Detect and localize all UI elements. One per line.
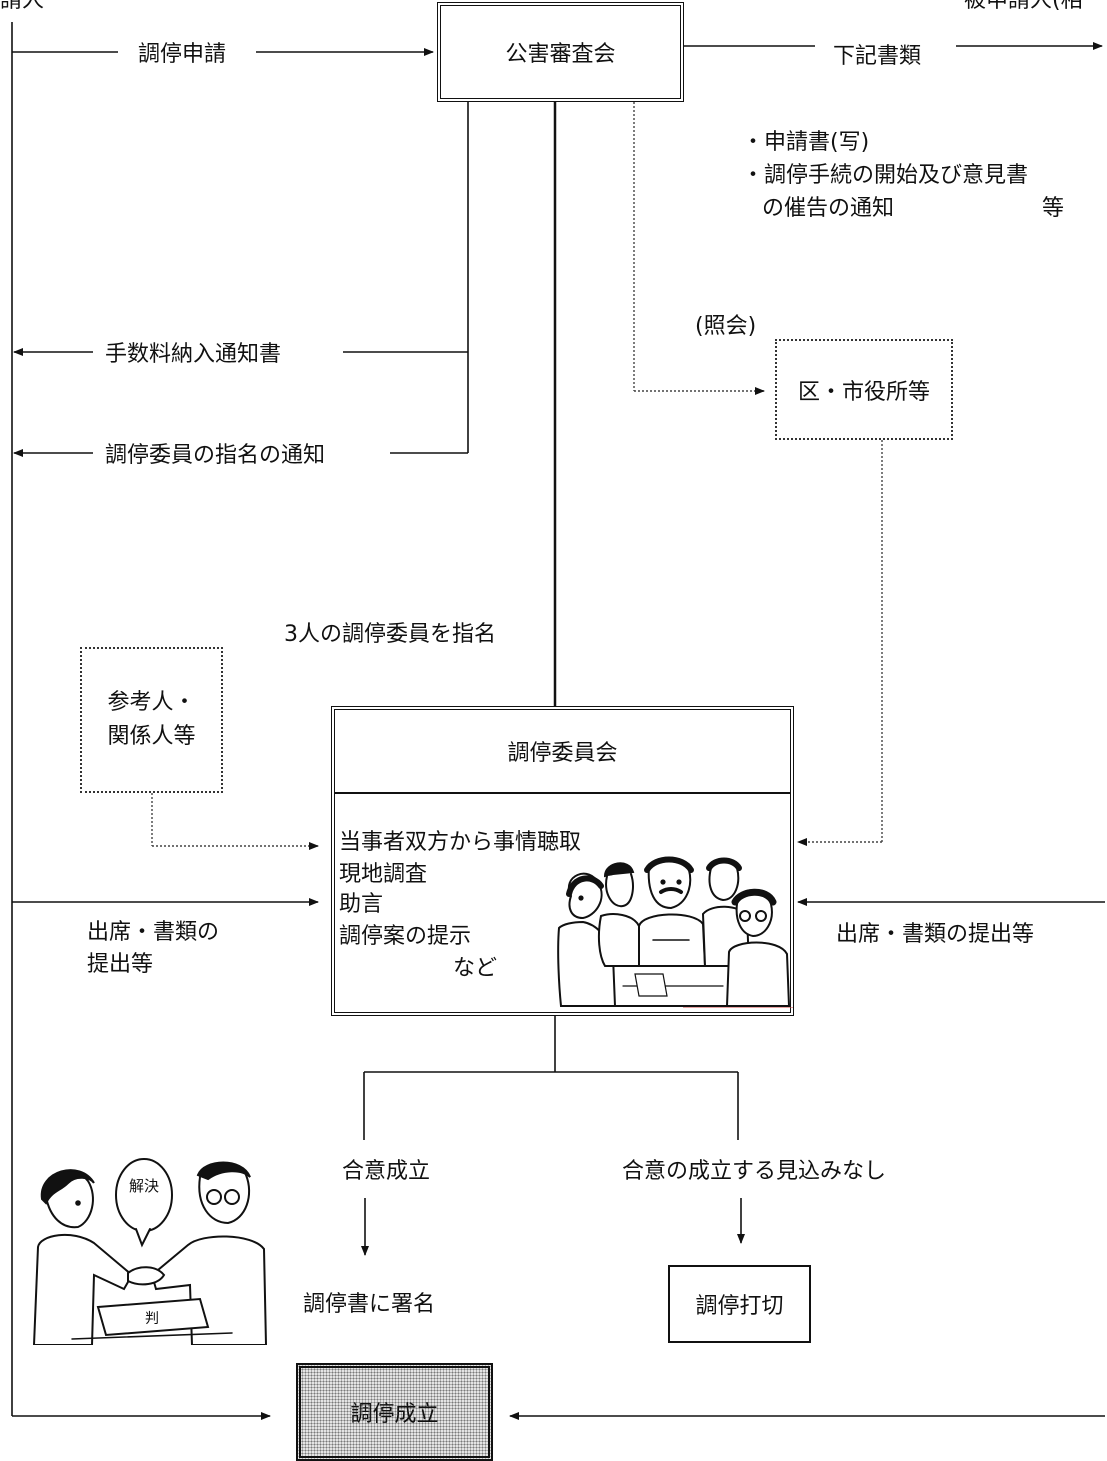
doc-item-2: ・調停手続の開始及び意見書 (742, 163, 1029, 188)
top-right-label: 被申請人(相 (964, 0, 1083, 13)
bubble-text: 解決 (129, 1177, 159, 1195)
appoint-three-label: 3人の調停委員を指名 (284, 622, 496, 647)
references-node: 参考人・ 関係人等 (80, 647, 223, 793)
mediation-committee-node: 調停委員会 当事者双方から事情聴取 現地調査 助言 調停案の提示 など (331, 706, 794, 1016)
doc-item-3-suffix: 等 (1042, 196, 1065, 221)
city-office-node: 区・市役所等 (775, 339, 953, 440)
success-label: 調停成立 (350, 1402, 439, 1427)
terminated-label: 調停打切 (695, 1294, 784, 1319)
attendance-left-line1: 出席・書類の (87, 920, 220, 945)
request-label: 調停申請 (138, 42, 227, 67)
no-agreement-label: 合意の成立する見込みなし (622, 1159, 887, 1184)
council-node: 公害審査会 (437, 2, 684, 102)
meeting-illustration (557, 856, 793, 1008)
doc-item-3: の催告の通知 (762, 196, 895, 221)
fee-notice-label: 手数料納入通知書 (105, 342, 282, 367)
success-node: 調停成立 (296, 1363, 493, 1461)
handshake-illustration: 解決 判 (32, 1158, 268, 1345)
city-office-label: 区・市役所等 (797, 379, 930, 405)
attendance-left-line2: 提出等 (87, 952, 154, 977)
activity-etc: など (453, 956, 498, 981)
activity-advice: 助言 (339, 892, 384, 917)
doc-item-1: ・申請書(写) (742, 130, 870, 155)
documents-label: 下記書類 (833, 44, 922, 69)
appointment-notice-label: 調停委員の指名の通知 (105, 443, 326, 468)
council-label: 公害審査会 (505, 42, 616, 67)
agreement-label: 合意成立 (342, 1159, 431, 1184)
committee-title: 調停委員会 (335, 710, 790, 794)
activity-site-survey: 現地調査 (339, 862, 428, 887)
paper-text: 判 (145, 1311, 159, 1327)
activity-proposal: 調停案の提示 (339, 924, 472, 949)
sign-label: 調停書に署名 (303, 1292, 436, 1317)
references-label: 参考人・ 関係人等 (107, 690, 196, 749)
activity-hearing: 当事者双方から事情聴取 (339, 830, 582, 855)
top-left-label: 請人 (0, 0, 45, 13)
terminated-node: 調停打切 (668, 1265, 811, 1343)
inquiry-label: (照会) (695, 314, 757, 339)
attendance-right-label: 出席・書類の提出等 (836, 922, 1035, 947)
